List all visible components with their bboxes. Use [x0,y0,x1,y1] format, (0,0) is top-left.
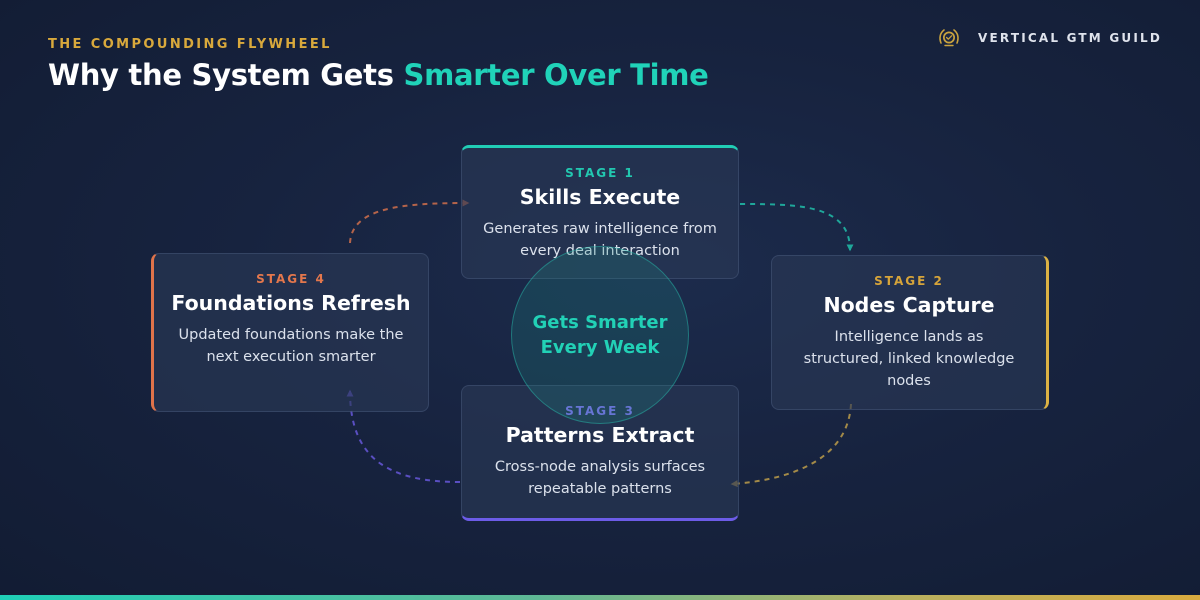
title-main-text: Why the System Gets [48,58,404,92]
stage-1-label: STAGE 1 [565,166,635,180]
stage-4-card: STAGE 4 Foundations Refresh Updated foun… [151,253,429,412]
arrow-stage2-to-stage3 [730,403,852,488]
flywheel-hub: Gets Smarter Every Week [511,246,689,424]
stage-1-title: Skills Execute [519,185,681,209]
stage-2-label: STAGE 2 [874,274,944,288]
stage-2-title: Nodes Capture [823,293,995,317]
guild-seal-icon [939,29,959,47]
bottom-accent-bar [0,595,1200,600]
title-accent-text: Smarter Over Time [403,58,709,92]
brand-lockup: VERTICAL GTM GUILD [938,26,1162,50]
stage-4-description: Updated foundations make the next execut… [178,327,404,365]
page-title: Why the System Gets Smarter Over Time [48,58,709,92]
stage-4-title: Foundations Refresh [171,291,411,315]
arrow-stage4-to-stage1 [349,199,470,244]
stage-3-title: Patterns Extract [505,423,695,447]
hub-label: Gets Smarter Every Week [532,312,668,358]
brand-name: VERTICAL GTM GUILD [978,31,1162,45]
arrow-stage1-to-stage2 [739,203,854,252]
arrow-stage3-to-stage4 [346,389,461,483]
stage-2-card: STAGE 2 Nodes Capture Intelligence lands… [771,255,1049,410]
eyebrow-label: THE COMPOUNDING FLYWHEEL [48,37,332,52]
stage-2-description: Intelligence lands as structured, linked… [803,329,1015,389]
stage-4-label: STAGE 4 [256,272,326,286]
stage-3-description: Cross-node analysis surfaces repeatable … [494,459,706,497]
